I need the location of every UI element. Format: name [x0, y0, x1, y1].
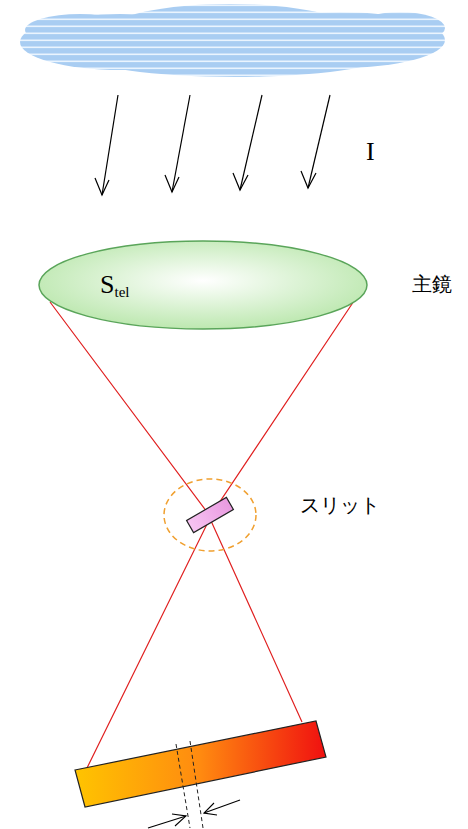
slit-region — [164, 479, 256, 551]
light-rays — [95, 95, 330, 195]
intensity-label: I — [366, 138, 375, 167]
width-arrows — [148, 800, 240, 828]
primary-mirror: Stel — [38, 240, 368, 330]
beam-lines — [50, 298, 356, 770]
mirror-ellipse — [38, 240, 368, 330]
slit-label: スリット — [300, 494, 380, 516]
spectrum-bar — [75, 721, 326, 807]
subscript-text: tel — [114, 284, 129, 301]
slit — [187, 497, 234, 532]
cloud — [20, 4, 445, 77]
symbol-text: S — [100, 270, 114, 300]
mirror-label: 主鏡 — [412, 273, 452, 295]
